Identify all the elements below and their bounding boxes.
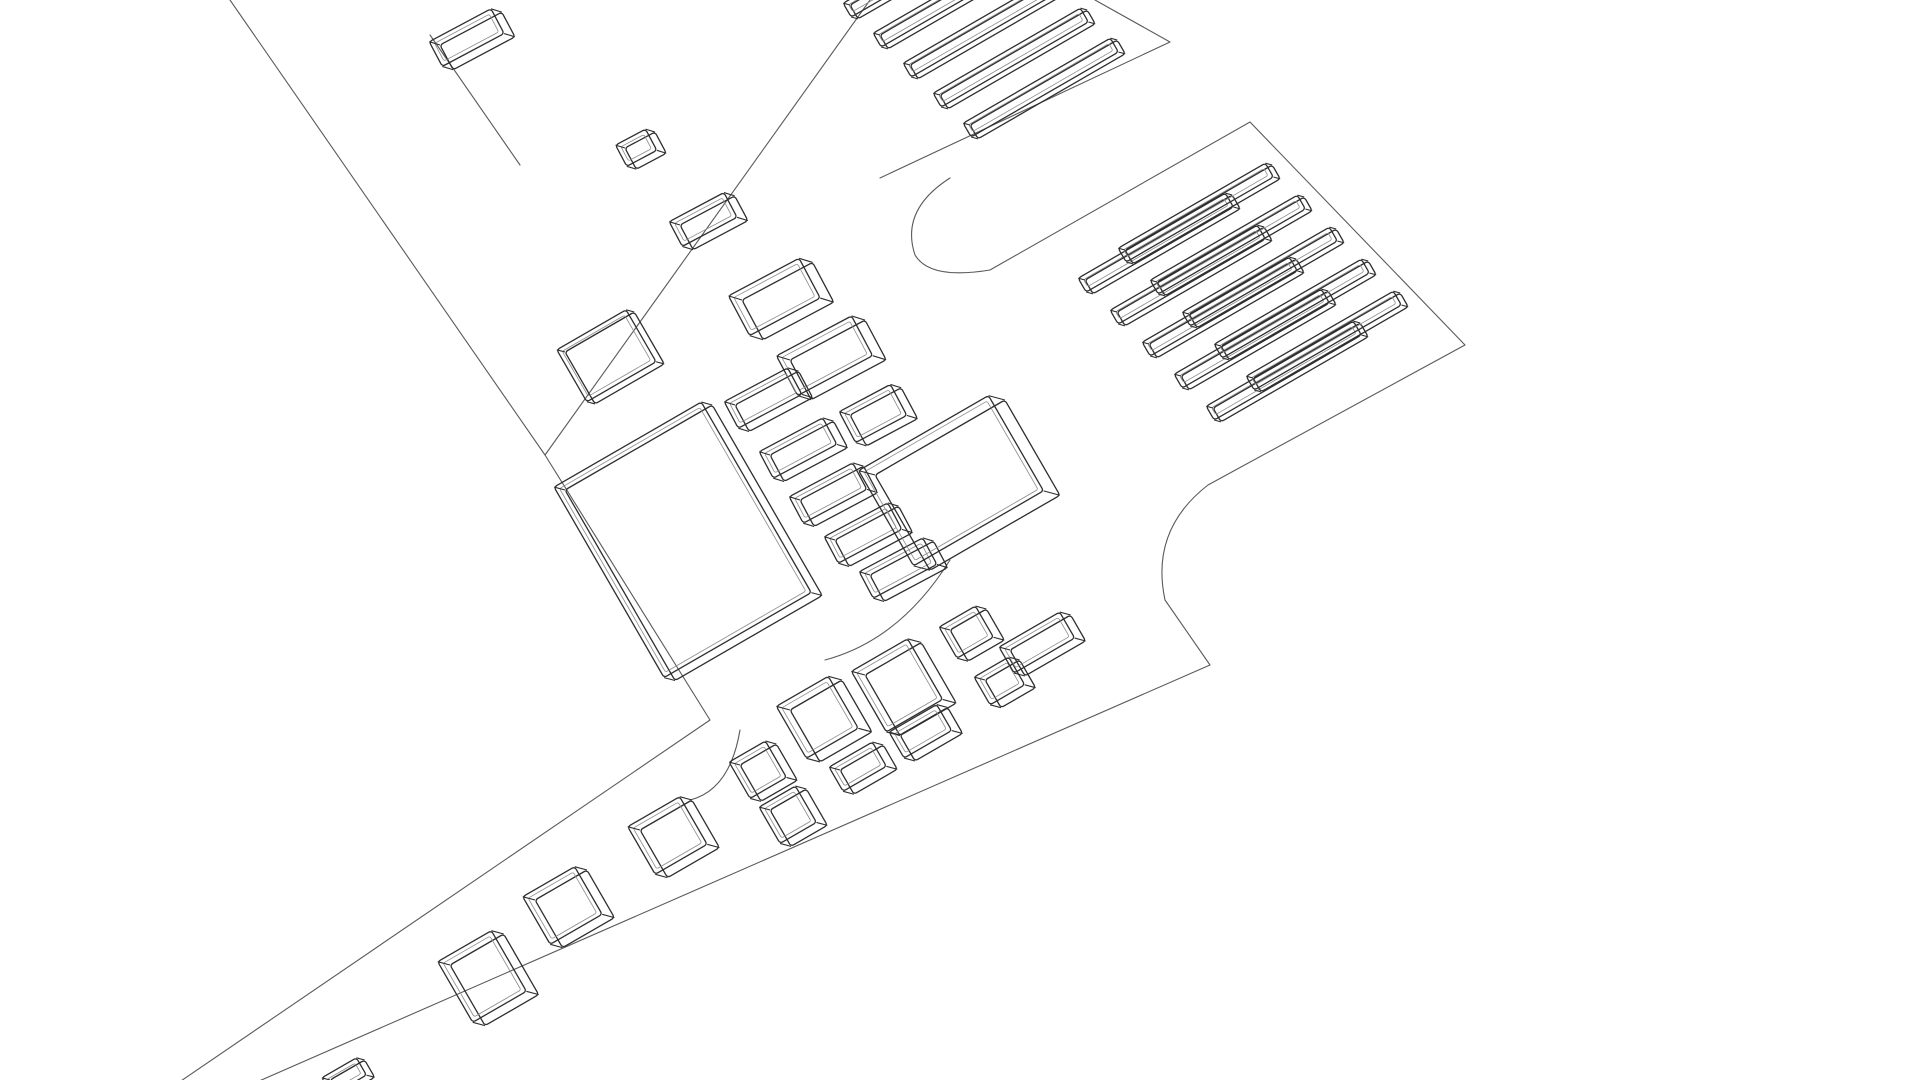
power-module (858, 395, 1061, 571)
board-edge-left (229, 0, 871, 456)
right-header-a-pin-3 (1142, 256, 1305, 359)
board-edge-bottom (181, 454, 711, 1080)
right-header-b-pin-1 (1118, 162, 1281, 265)
capacitor-c2 (669, 192, 749, 251)
resistor-r1 (615, 128, 667, 170)
cap-c9 (758, 785, 828, 847)
cap-c8 (728, 740, 798, 802)
main-ic (553, 401, 823, 682)
top-header-pin-5 (963, 37, 1126, 140)
top-header-pin-4 (933, 7, 1096, 110)
crystal-x1 (851, 638, 957, 737)
cap-c6 (888, 704, 963, 762)
component-group (321, 0, 1409, 1080)
cap-c3 (938, 605, 1005, 662)
trace-3 (429, 34, 521, 166)
top-header-pin-2 (873, 0, 1035, 50)
cap-c10 (627, 796, 720, 879)
board-edge-right (260, 121, 1466, 1080)
right-header-b-pin-4 (1214, 258, 1377, 361)
cap-c12 (437, 930, 539, 1027)
right-header-a-pin-1 (1078, 192, 1241, 295)
right-header-a-pin-4 (1174, 288, 1337, 391)
sensor-chip (556, 309, 665, 405)
trace-2 (689, 729, 741, 801)
resistor-r4 (789, 462, 878, 528)
inductor-l2 (776, 315, 887, 401)
right-header-b-pin-2 (1150, 194, 1313, 297)
resistor-r2 (724, 367, 813, 433)
right-header-a-pin-5 (1206, 320, 1369, 423)
inductor-l1 (728, 257, 834, 341)
right-header-a-pin-2 (1110, 224, 1273, 327)
crystal-x2 (776, 675, 873, 763)
right-header-b-pin-5 (1246, 290, 1409, 393)
cap-c11 (522, 866, 615, 949)
trace-1 (824, 559, 951, 661)
cap-c5 (998, 611, 1086, 677)
resistor-r5 (824, 502, 913, 568)
top-header-pin-1 (843, 0, 1005, 20)
resistor-r3 (759, 417, 848, 483)
capacitor-c1 (429, 8, 516, 71)
cap-c4 (973, 656, 1036, 709)
top-header-pin-3 (903, 0, 1065, 80)
right-header-b-pin-3 (1182, 226, 1345, 329)
cap-c7 (828, 741, 898, 795)
cap-c13 (321, 1057, 375, 1080)
diode-d1 (839, 383, 918, 447)
pcb-board-outline (181, 0, 1466, 1080)
board-edge-top (879, 0, 1171, 179)
